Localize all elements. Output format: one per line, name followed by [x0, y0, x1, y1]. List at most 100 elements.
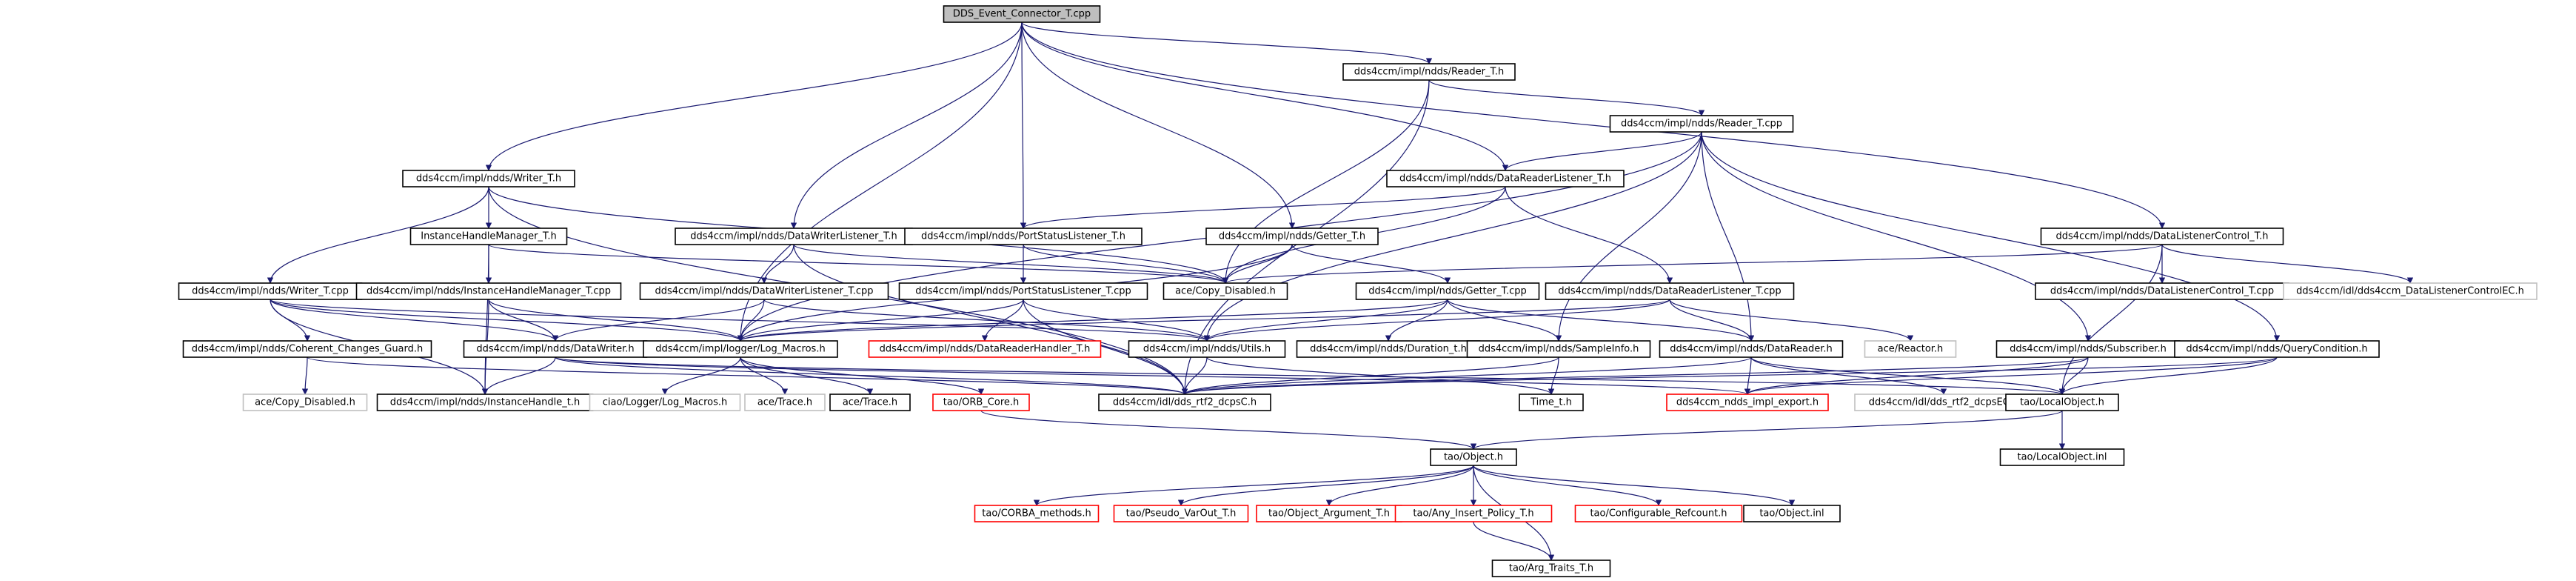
- node-label: dds4ccm/impl/ndds/Coherent_Changes_Guard…: [192, 344, 424, 355]
- node-label: ace/Copy_Disabled.h: [1175, 286, 1276, 297]
- edge-localobject_h-to-object_h: [1471, 410, 2063, 450]
- node-reader-cpp[interactable]: dds4ccm/impl/ndds/Reader_T.cpp: [1609, 115, 1794, 133]
- node-label: dds4ccm/impl/ndds/Subscriber.h: [2010, 344, 2167, 355]
- edge-dlc_h-to-dlc_idl: [2161, 244, 2414, 284]
- edge-drl_cpp-to-datareader_h: [1669, 299, 1755, 342]
- node-label: dds4ccm/impl/ndds/DataListenerControl_T.…: [2050, 286, 2274, 297]
- node-object-h[interactable]: tao/Object.h: [1430, 448, 1517, 466]
- node-duration-h[interactable]: dds4ccm/impl/ndds/Duration_t.h: [1296, 340, 1481, 358]
- edge-reader_cpp-to-sampleinfo_h: [1555, 131, 1702, 342]
- edge-root-to-getter_h: [1021, 21, 1296, 229]
- edge-logmacros_h-to-orb_core: [740, 356, 985, 395]
- edge-datawriter_h-to-ih_t: [481, 356, 556, 395]
- node-dcps-c[interactable]: dds4ccm/idl/dds_rtf2_dcpsC.h: [1098, 394, 1271, 411]
- edge-ihm_cpp-to-logmacros_h: [488, 299, 744, 342]
- edge-getter_cpp-to-datareader_h: [1447, 299, 1755, 342]
- node-dlc-cpp[interactable]: dds4ccm/impl/ndds/DataListenerControl_T.…: [2035, 282, 2289, 300]
- node-label: dds4ccm/impl/ndds/Utils.h: [1143, 344, 1271, 355]
- node-writer-cpp[interactable]: dds4ccm/impl/ndds/Writer_T.cpp: [178, 282, 363, 300]
- node-logmacros-h[interactable]: dds4ccm/impl/logger/Log_Macros.h: [643, 340, 838, 358]
- node-time-t[interactable]: Time_t.h: [1519, 394, 1584, 411]
- node-box: [1574, 505, 1743, 522]
- node-box: [1128, 340, 1286, 358]
- node-box: [2005, 394, 2119, 411]
- node-ciao-log: ciao/Logger/Log_Macros.h: [589, 394, 741, 411]
- node-getter-cpp[interactable]: dds4ccm/impl/ndds/Getter_T.cpp: [1355, 282, 1540, 300]
- node-subscriber-h[interactable]: dds4ccm/impl/ndds/Subscriber.h: [1995, 340, 2181, 358]
- node-drl-h[interactable]: dds4ccm/impl/ndds/DataReaderListener_T.h: [1386, 170, 1625, 187]
- edge-ccg_h-to-dcps_c: [307, 356, 1188, 395]
- node-pseudo[interactable]: tao/Pseudo_VarOut_T.h: [1113, 505, 1249, 522]
- node-label: dds4ccm/impl/ndds/PortStatusListener_T.c…: [915, 286, 1131, 297]
- node-localobject-inl[interactable]: tao/LocalObject.inl: [1999, 448, 2125, 466]
- node-orb-core[interactable]: tao/ORB_Core.h: [932, 394, 1030, 411]
- node-impl-export[interactable]: dds4ccm_ndds_impl_export.h: [1666, 394, 1829, 411]
- node-label: tao/Object_Argument_T.h: [1268, 508, 1390, 519]
- node-label: dds4ccm/impl/ndds/Writer_T.cpp: [192, 286, 349, 297]
- node-ace-trace2[interactable]: ace/Trace.h: [829, 394, 911, 411]
- node-box: [1386, 170, 1625, 187]
- node-object-inl[interactable]: tao/Object.inl: [1743, 505, 1841, 522]
- node-ih-t[interactable]: dds4ccm/impl/ndds/InstanceHandle_t.h: [376, 394, 594, 411]
- edge-root-to-writer_h: [485, 21, 1023, 171]
- edge-querycond_h-to-localobject_h: [2058, 356, 2278, 395]
- node-querycond-h[interactable]: dds4ccm/impl/ndds/QueryCondition.h: [2174, 340, 2380, 358]
- node-sampleinfo-h[interactable]: dds4ccm/impl/ndds/SampleInfo.h: [1466, 340, 1651, 358]
- node-label: dds4ccm/impl/ndds/Getter_T.h: [1219, 231, 1365, 242]
- node-corba-methods[interactable]: tao/CORBA_methods.h: [974, 505, 1100, 522]
- node-box: [1430, 448, 1517, 466]
- edge-reader_cpp-to-utils_h: [1203, 131, 1702, 342]
- node-dwl-h[interactable]: dds4ccm/impl/ndds/DataWriterListener_T.h: [675, 228, 913, 245]
- edge-writer_cpp-to-datawriter_h: [270, 299, 559, 342]
- node-drh-h[interactable]: dds4ccm/impl/ndds/DataReaderHandler_T.h: [868, 340, 1102, 358]
- node-label: dds4ccm/impl/ndds/DataReader.h: [1670, 344, 1833, 355]
- node-label: tao/Object.h: [1444, 452, 1503, 463]
- node-any-insert[interactable]: tao/Any_Insert_Policy_T.h: [1394, 505, 1553, 522]
- edge-subscriber_h-to-impl_export: [1744, 356, 2089, 395]
- node-psl-h[interactable]: dds4ccm/impl/ndds/PortStatusListener_T.h: [904, 228, 1143, 245]
- node-arg-traits[interactable]: tao/Arg_Traits_T.h: [1491, 560, 1611, 577]
- node-configurable[interactable]: tao/Configurable_Refcount.h: [1574, 505, 1743, 522]
- node-getter-h[interactable]: dds4ccm/impl/ndds/Getter_T.h: [1205, 228, 1379, 245]
- edge-dwl_cpp-to-datawriter_h: [552, 299, 765, 342]
- node-box: [904, 228, 1143, 245]
- node-box: [1743, 505, 1841, 522]
- node-label: tao/LocalObject.inl: [2017, 452, 2107, 463]
- node-box: [2174, 340, 2380, 358]
- node-psl-cpp[interactable]: dds4ccm/impl/ndds/PortStatusListener_T.c…: [898, 282, 1148, 300]
- node-box: [402, 170, 575, 187]
- edge-writer_cpp-to-utils_h: [270, 299, 1210, 342]
- node-label: dds4ccm/impl/ndds/DataReaderHandler_T.h: [880, 344, 1091, 355]
- node-label: dds4ccm/impl/ndds/InstanceHandleManager_…: [367, 286, 611, 297]
- node-box: [1205, 228, 1379, 245]
- node-localobject-h[interactable]: tao/LocalObject.h: [2005, 394, 2119, 411]
- edge-psl_cpp-to-dcps_c: [1023, 299, 1188, 395]
- node-box: [182, 340, 432, 358]
- node-dwl-cpp[interactable]: dds4ccm/impl/ndds/DataWriterListener_T.c…: [639, 282, 889, 300]
- node-reader-h[interactable]: dds4ccm/impl/ndds/Reader_T.h: [1342, 63, 1516, 81]
- edge-datawriter_h-to-localobject_h: [555, 356, 2065, 395]
- node-label: dds4ccm/impl/ndds/Getter_T.cpp: [1368, 286, 1527, 297]
- node-ace-copy[interactable]: ace/Copy_Disabled.h: [1162, 282, 1288, 300]
- edge-datawriter_h-to-dcps_c: [555, 356, 1188, 395]
- node-box: [1098, 394, 1271, 411]
- node-utils-h[interactable]: dds4ccm/impl/ndds/Utils.h: [1128, 340, 1286, 358]
- edge-getter_cpp-to-sampleinfo_h: [1447, 299, 1562, 342]
- node-label: dds4ccm/impl/ndds/Reader_T.h: [1354, 67, 1505, 78]
- node-root[interactable]: DDS_Event_Connector_T.cpp: [943, 5, 1101, 23]
- node-obj-arg[interactable]: tao/Object_Argument_T.h: [1256, 505, 1402, 522]
- node-drl-cpp[interactable]: dds4ccm/impl/ndds/DataReaderListener_T.c…: [1545, 282, 1795, 300]
- node-ihm-h[interactable]: InstanceHandleManager_T.h: [409, 228, 568, 245]
- node-dlc-h[interactable]: dds4ccm/impl/ndds/DataListenerControl_T.…: [2040, 228, 2284, 245]
- node-writer-h[interactable]: dds4ccm/impl/ndds/Writer_T.h: [402, 170, 575, 187]
- node-datareader-h[interactable]: dds4ccm/impl/ndds/DataReader.h: [1659, 340, 1844, 358]
- node-ace-trace: ace/Trace.h: [744, 394, 826, 411]
- edge-reader_h-to-ace_copy: [1222, 79, 1430, 284]
- node-label: tao/Arg_Traits_T.h: [1509, 563, 1593, 574]
- edge-dwl_h-to-dcps_c: [793, 244, 1188, 395]
- node-datawriter-h[interactable]: dds4ccm/impl/ndds/DataWriter.h: [463, 340, 648, 358]
- node-label: tao/LocalObject.h: [2020, 397, 2104, 408]
- node-box: [1519, 394, 1584, 411]
- node-ccg-h[interactable]: dds4ccm/impl/ndds/Coherent_Changes_Guard…: [182, 340, 432, 358]
- node-ihm-cpp[interactable]: dds4ccm/impl/ndds/InstanceHandleManager_…: [355, 282, 622, 300]
